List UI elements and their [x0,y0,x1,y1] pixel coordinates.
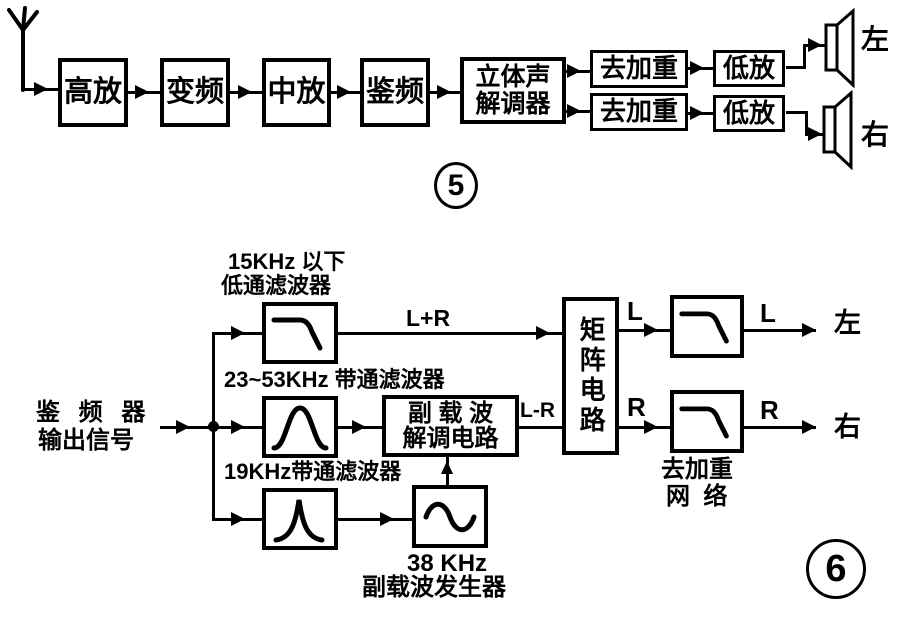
fig6-bandpass-filter-box [262,396,338,458]
wire [519,426,562,429]
arrow-up-icon [441,461,453,474]
fig6-lowpass-label-line2: 低通滤波器 [221,273,332,298]
fig6-subcarrier-generator-box [412,485,488,548]
arrow-right-icon [135,85,149,99]
figure6-number: 6 [806,539,866,599]
wire [786,111,808,114]
fig5-deemphasis-bottom-box: 去加重 [590,93,688,131]
fig6-deemphasis-net-label-line2: 网 络 [666,483,728,510]
wire [786,66,806,69]
fig6-lowpass-label-line1: 15KHz 以下 [228,249,346,274]
arrow-right-icon [567,104,581,118]
narrow-bandpass-curve-icon [273,499,325,543]
fig5-discriminator-label: 鉴频 [365,76,424,109]
arrow-right-icon [437,85,451,99]
bandpass-curve-icon [271,405,329,451]
arrow-right-icon [802,323,816,337]
arrow-right-icon [352,420,366,434]
lowpass-curve-icon [679,406,729,439]
fig5-audio-amp-bottom-label: 低放 [722,97,775,128]
fig6-matrix-label: 矩阵电路 [576,316,607,436]
fig6-matrix-box: 矩阵电路 [562,297,619,455]
lowpass-curve-icon [679,311,729,344]
arrow-right-icon [176,420,190,434]
wire [744,426,816,429]
fig6-lowpass-filter-box [262,302,338,364]
fig6-subcarrier-demod-label-line2: 解调电路 [402,425,499,452]
wire [338,518,412,521]
fig6-input-label-line2: 输出信号 [38,427,134,454]
fig5-deemphasis-top-label: 去加重 [599,53,678,84]
fig5-rf-amp-box: 高放 [58,58,128,127]
fig6-bandpass-label: 23~53KHz 带通滤波器 [224,367,445,392]
fig5-stereo-demod-label-line2: 解调器 [475,89,551,118]
fig6-deemphasis-right-box [670,390,744,453]
arrow-right-icon [536,326,550,340]
arrow-right-icon [808,127,822,141]
arrow-right-icon [34,82,48,96]
fig6-r-final-label: R [760,395,779,425]
fig5-mixer-label: 变频 [165,76,224,109]
arrow-right-icon [231,512,245,526]
arrow-right-icon [690,106,704,120]
fig5-deemphasis-top-box: 去加重 [590,50,688,88]
fig6-generator-label-line1: 38 KHz [407,550,488,577]
fig6-deemphasis-left-box [670,295,744,358]
arrow-right-icon [238,85,252,99]
fig6-l-final-label: L [760,298,776,328]
arrow-right-icon [644,323,658,337]
arrow-right-icon [644,420,658,434]
fig5-audio-amp-bottom-box: 低放 [713,95,785,132]
fig5-mixer-box: 变频 [160,58,230,127]
fig6-pilot-filter-label: 19KHz带通滤波器 [224,459,402,484]
fig5-if-amp-box: 中放 [262,58,331,127]
wire [803,44,806,68]
figure6-number-text: 6 [825,547,847,590]
fig5-audio-amp-top-box: 低放 [713,50,785,87]
arrow-right-icon [567,64,581,78]
fig5-deemphasis-bottom-label: 去加重 [599,96,678,127]
fig6-subcarrier-demod-box: 副 载 波 解调电路 [382,395,519,457]
figure5-number: 5 [434,162,478,209]
arrow-right-icon [231,326,245,340]
fig6-pilot-filter-box [262,488,338,550]
antenna-icon [7,6,39,92]
fig5-left-output-label: 左 [861,24,890,55]
arrow-right-icon [231,420,245,434]
fig5-right-output-label: 右 [861,119,890,150]
fig6-left-output-label: 左 [834,308,861,338]
speaker-icon [822,90,853,170]
arrow-right-icon [380,512,394,526]
arrow-right-icon [337,85,351,99]
fig6-deemphasis-net-label-line1: 去加重 [661,456,733,483]
fig5-if-amp-label: 中放 [267,76,326,109]
fig5-stereo-demod-box: 立体声 解调器 [460,57,566,124]
fig6-right-output-label: 右 [834,412,861,442]
fig5-stereo-demod-label-line1: 立体声 [475,63,551,92]
fig6-l-plus-r-label: L+R [406,305,451,331]
arrow-right-icon [808,38,822,52]
figure5-number-text: 5 [447,168,465,202]
wire [805,111,808,135]
wire [338,332,562,335]
lowpass-curve-icon [271,317,323,351]
fig5-discriminator-box: 鉴频 [360,58,430,127]
fig6-l-minus-r-label: L-R [520,399,555,422]
fig6-l-matrix-label: L [627,296,643,326]
arrow-right-icon [690,61,704,75]
arrow-right-icon [802,420,816,434]
speaker-icon [824,8,855,88]
fig6-input-label-line1: 鉴 频 器 [36,399,152,426]
fig5-audio-amp-top-label: 低放 [722,52,775,83]
fig6-subcarrier-demod-label-line1: 副 载 波 [407,399,494,427]
fig6-r-matrix-label: R [627,392,646,422]
wire [744,329,816,332]
fig5-rf-amp-label: 高放 [63,76,122,109]
sine-wave-icon [423,501,477,532]
fig6-generator-label-line2: 副载波发生器 [362,574,506,601]
